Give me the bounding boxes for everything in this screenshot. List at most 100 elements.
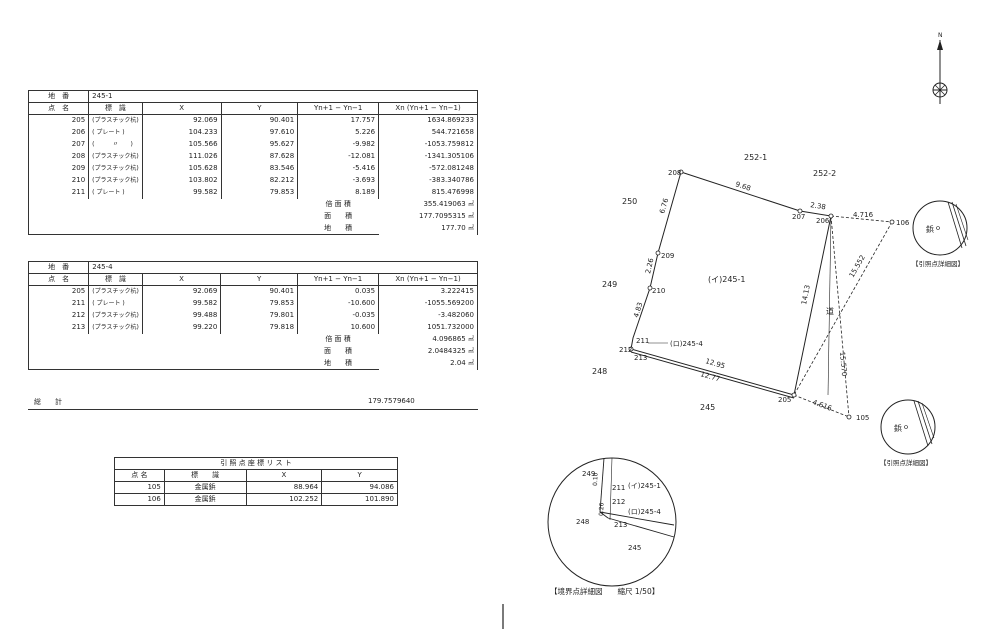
area-label: 面 積 xyxy=(324,347,353,355)
cell-x: 103.802 xyxy=(141,174,222,187)
distance-208-209: 6.76 xyxy=(658,197,670,215)
cell-point: 208 xyxy=(27,150,90,163)
cell-dy: -0.035 xyxy=(297,309,380,322)
detail-distance-a: 0.10 xyxy=(592,472,599,486)
cell-point: 211 xyxy=(27,186,90,199)
cell-point: 210 xyxy=(27,174,90,187)
cell-dy: -10.600 xyxy=(297,297,380,310)
cell-x: 92.069 xyxy=(141,114,222,127)
detail-distance-b: 0.26 xyxy=(598,502,605,516)
reference-detail-1: 鋲 【引照点詳細図】 xyxy=(912,200,969,268)
cell-dy: 0.035 xyxy=(297,285,380,298)
lot-252-1: 252-1 xyxy=(744,153,767,162)
nail-label: 鋲 xyxy=(894,423,902,433)
cell-x: 105.628 xyxy=(141,162,222,175)
detail-point-213: 213 xyxy=(614,521,627,529)
lot-245: 245 xyxy=(700,403,715,412)
coordinate-table-245-1: 地 番 245-1 点 名 標 識 X Y Yn+1 − Yn−1 Xn (Yn… xyxy=(27,90,478,235)
distance-207-206: 2.38 xyxy=(810,201,827,211)
cell-dy: 5.226 xyxy=(297,126,380,139)
point-106: 106 xyxy=(896,219,910,227)
area-value: 177.7095315 xyxy=(418,212,466,220)
detail-lot-248: 248 xyxy=(576,518,589,526)
header-product: Xn (Yn+1 − Yn−1) xyxy=(378,102,478,115)
cell-point: 212 xyxy=(27,309,90,322)
header-marker: 標 識 xyxy=(88,102,143,115)
point-210: 210 xyxy=(652,287,665,295)
coordinate-table-245-4: 地 番 245-4 点 名 標 識 X Y Yn+1 − Yn−1 Xn (Yn… xyxy=(27,261,478,370)
total-value: 179.7579640 xyxy=(368,397,415,405)
point-207: 207 xyxy=(792,213,805,221)
point-105: 105 xyxy=(856,414,869,422)
detail-lot-249: 249 xyxy=(582,470,595,478)
header-x: X xyxy=(141,102,222,115)
cell-prod: -572.081248 xyxy=(378,162,478,175)
lot-249: 249 xyxy=(602,280,617,289)
cell-prod: -1341.305106 xyxy=(378,150,478,163)
point-213: 213 xyxy=(634,354,647,362)
double-area-value: 4.096865 xyxy=(432,335,466,343)
reference-detail-label: 【引照点詳細図】 xyxy=(912,259,964,268)
cell-dy: 10.600 xyxy=(297,321,380,334)
header-point: 点 名 xyxy=(27,102,90,115)
distance-106-205: 15.552 xyxy=(848,254,867,279)
cell-prod: 1051.732000 xyxy=(378,321,478,334)
header-y: Y xyxy=(220,102,299,115)
north-label: N xyxy=(938,32,943,39)
cell-dy: 8.189 xyxy=(297,186,380,199)
cell-prod: -3.482060 xyxy=(378,309,478,322)
area-label: 面 積 xyxy=(324,212,353,220)
cell-prod: -1053.759812 xyxy=(378,138,478,151)
cell-dy: -12.081 xyxy=(297,150,380,163)
total-row: 総 計 179.7579640 xyxy=(28,397,478,410)
cell-prod: 3.222415 xyxy=(378,285,478,298)
cell-dy: -5.416 xyxy=(297,162,380,175)
cell-point: 213 xyxy=(27,321,90,334)
total-label: 総 計 xyxy=(34,398,62,406)
detail-lot-245: 245 xyxy=(628,544,641,552)
detail-point-211: 211 xyxy=(612,484,625,492)
cell-x: 105.566 xyxy=(141,138,222,151)
header-product: Xn (Yn+1 − Yn−1) xyxy=(378,273,478,286)
distance-209-210: 2.26 xyxy=(644,257,655,275)
nail-label: 鋲 xyxy=(926,224,934,234)
double-area-label: 倍 面 積 xyxy=(325,200,351,208)
cell-prod: 1634.869233 xyxy=(378,114,478,127)
north-arrow-icon: N xyxy=(932,32,948,104)
land-area-value: 2.04 xyxy=(450,359,466,367)
cell-point: 205 xyxy=(27,285,90,298)
point-212: 212 xyxy=(619,346,632,354)
cell-prod: 544.721658 xyxy=(378,126,478,139)
detail-lot-main: (イ)245-1 xyxy=(628,482,661,490)
point-205: 205 xyxy=(778,396,791,404)
distance-213-205-b: 12.77 xyxy=(699,370,720,383)
distance-206-105: 15.570 xyxy=(838,351,848,376)
point-209: 209 xyxy=(661,252,674,260)
distance-206-106: 4.716 xyxy=(853,211,874,219)
cell-x: 111.026 xyxy=(141,150,222,163)
land-area-value: 177.70 xyxy=(441,224,466,232)
cell-x: 104.233 xyxy=(141,126,222,139)
area-value: 2.0484325 xyxy=(427,347,466,355)
detail-point-212: 212 xyxy=(612,498,625,506)
header-dy: Yn+1 − Yn−1 xyxy=(297,102,380,115)
cell-dy: 17.757 xyxy=(297,114,380,127)
header-x: X xyxy=(141,273,222,286)
land-area-label: 地 積 xyxy=(297,222,379,235)
point-206: 206 xyxy=(816,217,830,225)
header-dy: Yn+1 − Yn−1 xyxy=(297,273,380,286)
point-211: 211 xyxy=(636,337,649,345)
cell-point: 205 xyxy=(27,114,90,127)
point-208: 208 xyxy=(668,169,681,177)
